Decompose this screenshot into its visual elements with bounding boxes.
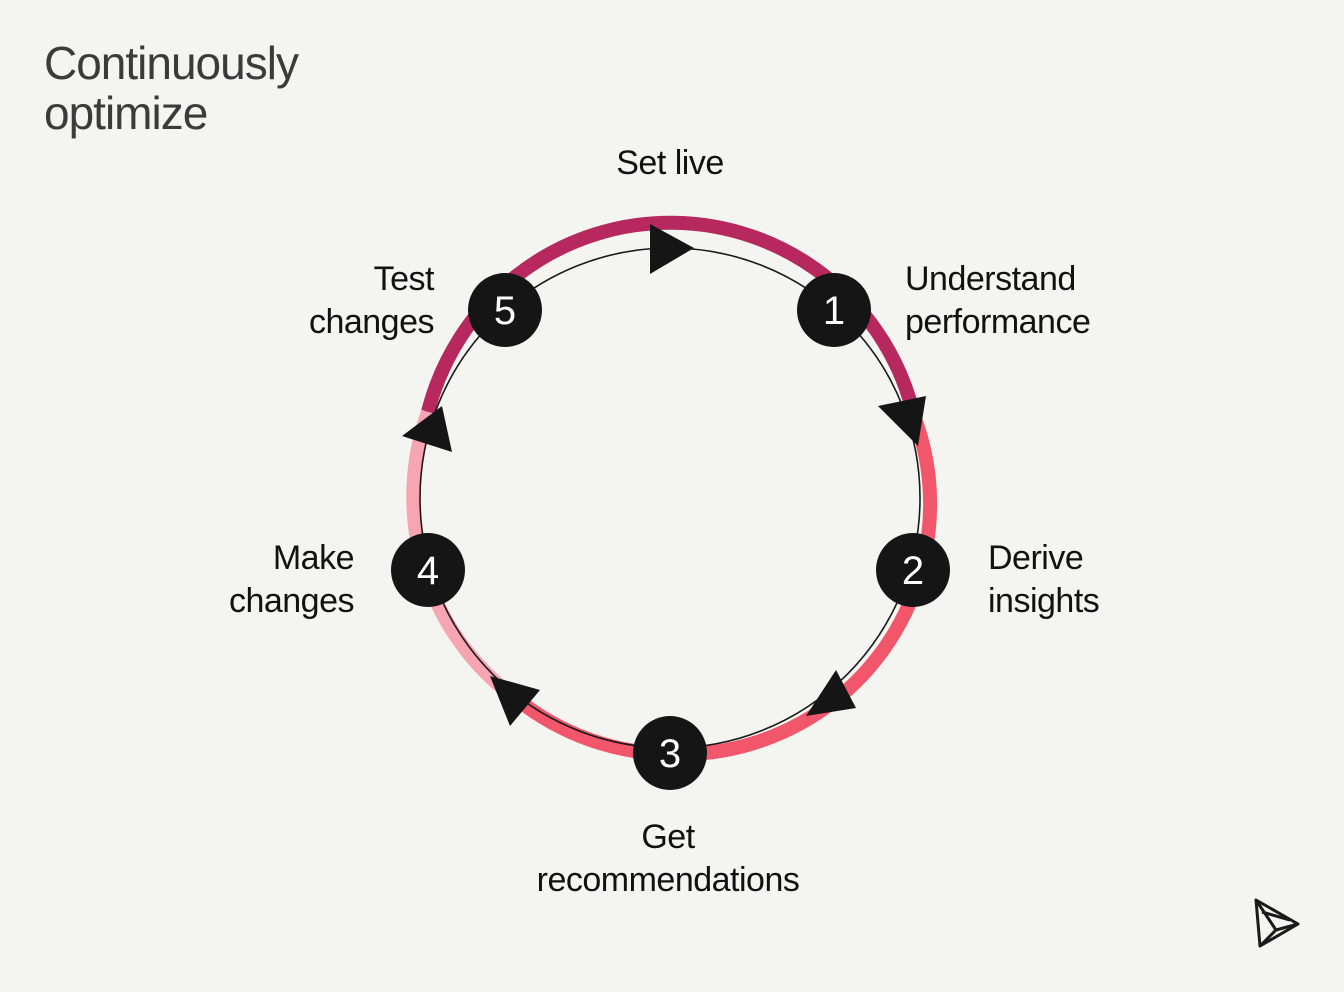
step-label-3: Get recommendations <box>518 816 818 902</box>
step-label-3-line-1: Get <box>641 818 695 856</box>
start-label: Set live <box>570 142 770 185</box>
step-label-1-line-2: performance <box>905 303 1091 341</box>
step-label-5-line-1: Test <box>373 260 435 298</box>
page-title-line-1: Continuously <box>44 37 299 89</box>
arrow-icon-bottom-left <box>490 676 540 726</box>
step-node-1: 1 <box>797 273 871 347</box>
ring-segment-1-3 <box>669 413 938 762</box>
step-node-5: 5 <box>468 273 542 347</box>
arrow-icon-left <box>402 406 452 452</box>
arrow-icon-top <box>650 224 694 274</box>
direction-arrows <box>402 224 926 726</box>
step-node-4: 4 <box>391 533 465 607</box>
step-label-5: Test changes <box>230 258 435 344</box>
step-node-3: 3 <box>633 716 707 790</box>
step-node-2-number: 2 <box>902 549 924 593</box>
step-label-2-line-1: Derive <box>988 539 1084 577</box>
start-label-text: Set live <box>616 144 724 182</box>
step-label-2-line-2: insights <box>988 582 1100 620</box>
step-label-1: Understand performance <box>905 258 1091 344</box>
step-node-5-number: 5 <box>494 289 516 333</box>
step-label-5-line-2: changes <box>308 303 435 341</box>
step-node-1-number: 1 <box>823 289 845 333</box>
arrow-icon-bottom-right <box>806 670 856 716</box>
step-label-1-line-1: Understand <box>905 260 1076 298</box>
step-label-2: Derive insights <box>988 537 1100 623</box>
step-label-4-line-1: Make <box>272 539 355 577</box>
step-label-4-line-2: changes <box>228 582 355 620</box>
step-node-4-number: 4 <box>417 549 439 593</box>
arrow-icon-right <box>878 396 926 446</box>
page-title: Continuously optimize <box>44 38 444 138</box>
step-label-4: Make changes <box>150 537 355 623</box>
prism-triangle-logo-icon <box>1254 898 1300 948</box>
step-label-3-line-2: recommendations <box>536 861 800 899</box>
page-title-line-2: optimize <box>44 87 208 139</box>
step-node-3-number: 3 <box>659 732 681 776</box>
step-node-2: 2 <box>876 533 950 607</box>
